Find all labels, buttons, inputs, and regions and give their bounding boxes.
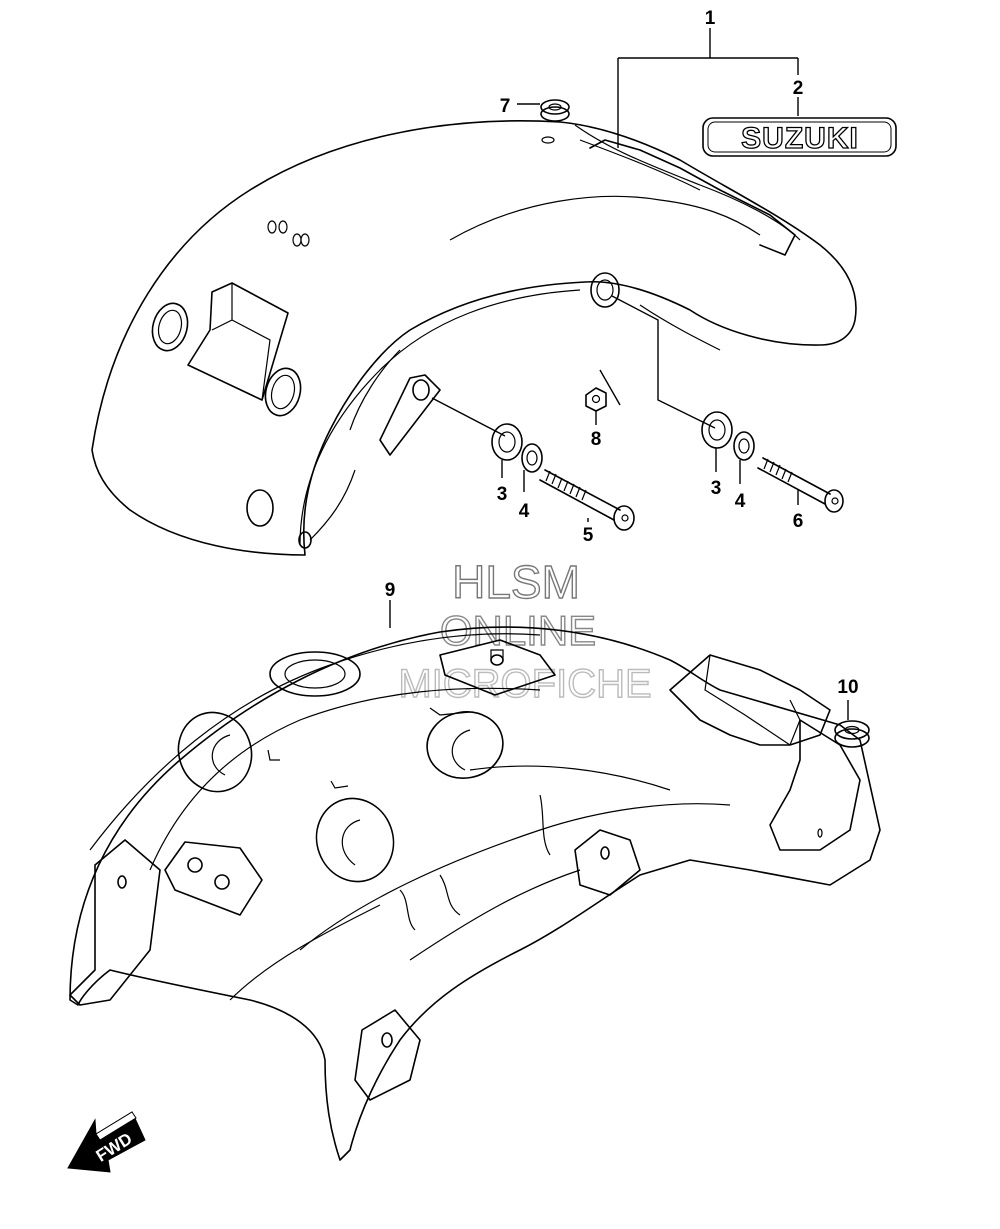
- callout-5: 5: [583, 525, 594, 546]
- callout-7: 7: [500, 96, 511, 117]
- leader-lines: [389, 28, 849, 720]
- callout-3-right: 3: [711, 478, 722, 499]
- callout-4-right: 4: [735, 491, 746, 512]
- spacer-3-right: [701, 411, 733, 449]
- rear-fender-upper: [91, 120, 857, 556]
- bolt-5: [539, 469, 635, 531]
- grommet-7: [540, 99, 570, 122]
- callout-9: 9: [385, 580, 396, 601]
- callout-2: 2: [793, 78, 804, 99]
- watermark-line-2: ONLINE: [440, 607, 596, 654]
- forward-direction-arrow: FWD: [67, 1111, 146, 1173]
- inner-fender-lower: [69, 626, 881, 1161]
- callout-1: 1: [705, 8, 716, 29]
- emblem-text: SUZUKI: [741, 122, 859, 155]
- callout-4-left: 4: [519, 501, 530, 522]
- watermark: HLSM ONLINE MICROFICHE: [398, 555, 653, 706]
- callout-6: 6: [793, 511, 804, 532]
- watermark-line-3: MICROFICHE: [398, 662, 651, 706]
- washer-4-right: [733, 431, 755, 461]
- bolt-6: [757, 457, 844, 513]
- washer-4-left: [521, 443, 543, 473]
- watermark-line-1: HLSM: [452, 556, 580, 608]
- nut-8: [585, 387, 607, 412]
- callout-3-left: 3: [497, 484, 508, 505]
- callout-8: 8: [591, 429, 602, 450]
- suzuki-emblem: SUZUKI: [702, 117, 897, 157]
- callout-10: 10: [837, 677, 858, 698]
- spacer-3-left: [491, 423, 523, 461]
- callouts: 1 2 7 8 3 4 5 3 4 6 9 10: [385, 8, 859, 698]
- grommet-10: [834, 720, 870, 748]
